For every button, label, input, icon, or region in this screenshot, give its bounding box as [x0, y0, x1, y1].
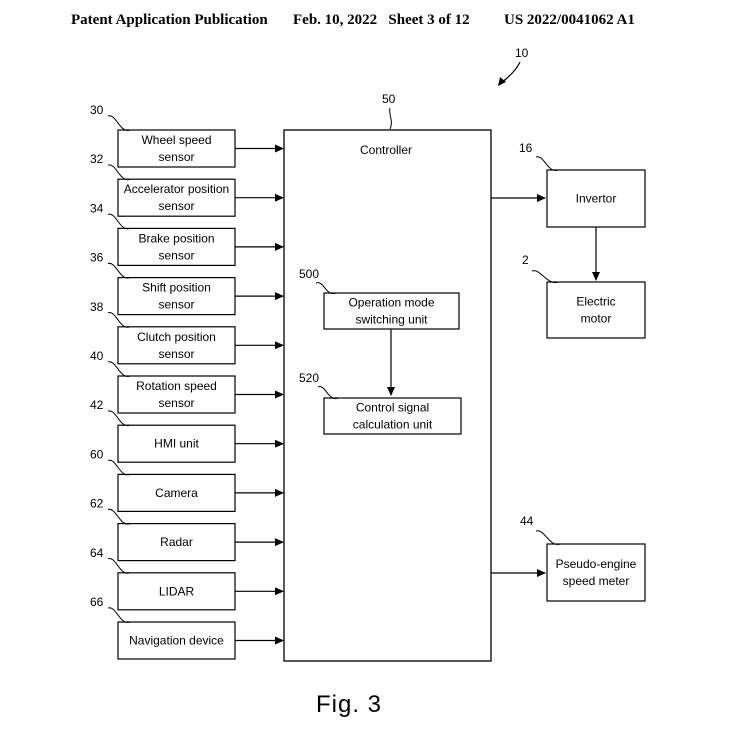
- controller-ref-leader: [389, 107, 392, 130]
- input-shift-position-sensor-label-line: Shift position: [142, 281, 211, 295]
- input-clutch-position-sensor-label-line: sensor: [158, 347, 194, 361]
- publication-date-sheet: Feb. 10, 2022 Sheet 3 of 12: [293, 12, 470, 28]
- input-radar: Radar 62: [90, 497, 284, 562]
- unit-operation-mode-switching-unit-ref: 500: [299, 267, 319, 281]
- input-clutch-position-sensor-ref-leader: [107, 312, 131, 328]
- controller-ref: 50: [382, 92, 396, 106]
- unit-control-signal-calculation-unit-ref: 520: [299, 371, 319, 385]
- input-shift-position-sensor-ref-leader: [107, 263, 131, 279]
- input-hmi-unit: HMI unit 42: [90, 398, 284, 463]
- input-clutch-position-sensor: Clutch position sensor 38: [90, 300, 284, 365]
- output-electric-motor-label-line: Electric: [576, 295, 615, 309]
- input-navigation-device-ref-leader: [107, 607, 131, 623]
- output-pseudo-engine-speed-meter: Pseudo-engine speed meter 44: [520, 514, 646, 602]
- output-invertor: Invertor 16: [519, 141, 646, 228]
- output-electric-motor-label-line: motor: [581, 312, 612, 326]
- input-accelerator-position-sensor: Accelerator position sensor 32: [90, 152, 284, 217]
- publication-type: Patent Application Publication: [71, 12, 268, 28]
- input-lidar-ref: 64: [90, 546, 104, 560]
- output-electric-motor-ref-leader: [531, 270, 559, 284]
- unit-operation-mode-switching-unit: Operation mode switching unit 500: [299, 267, 460, 330]
- input-wheel-speed-sensor-ref: 30: [90, 103, 104, 117]
- input-camera: Camera 60: [90, 447, 284, 512]
- output-electric-motor-ref: 2: [522, 253, 529, 267]
- input-brake-position-sensor: Brake position sensor 34: [90, 201, 284, 266]
- input-wheel-speed-sensor: Wheel speed sensor 30: [90, 103, 284, 168]
- input-wheel-speed-sensor-ref-leader: [107, 115, 131, 131]
- input-brake-position-sensor-label-line: sensor: [158, 248, 194, 262]
- unit-operation-mode-switching-unit-label-line: switching unit: [355, 313, 428, 327]
- input-brake-position-sensor-ref: 34: [90, 201, 104, 215]
- input-wheel-speed-sensor-label-line: sensor: [158, 150, 194, 164]
- input-camera-ref: 60: [90, 447, 104, 461]
- input-rotation-speed-sensor: Rotation speed sensor 40: [90, 349, 284, 414]
- output-pseudo-engine-speed-meter-label-line: Pseudo-engine: [556, 557, 637, 571]
- publication-number: US 2022/0041062 A1: [504, 12, 635, 28]
- input-lidar-ref-leader: [107, 558, 131, 574]
- unit-control-signal-calculation-unit-label-line: calculation unit: [353, 418, 433, 432]
- output-pseudo-engine-speed-meter-ref-leader: [535, 530, 561, 545]
- output-pseudo-engine-speed-meter-ref: 44: [520, 514, 534, 528]
- input-rotation-speed-sensor-ref-leader: [107, 361, 131, 377]
- input-brake-position-sensor-ref-leader: [107, 213, 131, 230]
- output-pseudo-engine-speed-meter-label-line: speed meter: [563, 574, 630, 588]
- input-navigation-device-ref: 66: [90, 595, 104, 609]
- output-invertor-label-line: Invertor: [576, 192, 617, 206]
- input-accelerator-position-sensor-label-line: Accelerator position: [124, 182, 229, 196]
- input-shift-position-sensor: Shift position sensor 36: [90, 251, 284, 316]
- input-wheel-speed-sensor-label-line: Wheel speed: [141, 133, 211, 147]
- input-lidar: LIDAR 64: [90, 546, 284, 611]
- input-camera-ref-leader: [107, 459, 131, 476]
- controller-label: Controller: [360, 143, 412, 157]
- output-pseudo-engine-speed-meter-box: [546, 543, 646, 602]
- input-shift-position-sensor-label-line: sensor: [158, 298, 194, 312]
- input-rotation-speed-sensor-ref: 40: [90, 349, 104, 363]
- input-radar-ref-leader: [107, 509, 131, 525]
- input-rotation-speed-sensor-label-line: sensor: [158, 396, 194, 410]
- controller-box: [283, 129, 492, 662]
- output-invertor-ref: 16: [519, 141, 533, 155]
- input-hmi-unit-label-line: HMI unit: [154, 437, 199, 451]
- input-lidar-label-line: LIDAR: [159, 584, 195, 598]
- input-accelerator-position-sensor-ref: 32: [90, 152, 104, 166]
- unit-control-signal-calculation-unit: Control signal calculation unit 520: [299, 371, 462, 435]
- input-radar-ref: 62: [90, 497, 104, 511]
- input-camera-label-line: Camera: [155, 486, 198, 500]
- unit-operation-mode-switching-unit-ref-leader: [315, 282, 337, 295]
- input-clutch-position-sensor-label-line: Clutch position: [137, 330, 216, 344]
- unit-control-signal-calculation-unit-label-line: Control signal: [356, 401, 429, 415]
- figure-label: Fig. 3: [316, 691, 382, 718]
- input-shift-position-sensor-ref: 36: [90, 251, 104, 265]
- overall-ref-arrowhead: [498, 77, 506, 86]
- output-invertor-ref-leader: [535, 156, 559, 171]
- unit-operation-mode-switching-unit-label-line: Operation mode: [348, 296, 434, 310]
- input-navigation-device-label-line: Navigation device: [129, 634, 224, 648]
- unit-control-signal-calculation-unit-ref-leader: [317, 386, 339, 400]
- input-accelerator-position-sensor-ref-leader: [107, 164, 131, 181]
- input-brake-position-sensor-label-line: Brake position: [138, 231, 214, 245]
- input-accelerator-position-sensor-label-line: sensor: [158, 199, 194, 213]
- overall-ref-label: 10: [515, 46, 529, 60]
- input-hmi-unit-ref: 42: [90, 398, 104, 412]
- input-hmi-unit-ref-leader: [107, 410, 131, 427]
- output-electric-motor: Electric motor 2: [522, 253, 646, 339]
- input-navigation-device: Navigation device 66: [90, 595, 284, 660]
- output-electric-motor-box: [546, 281, 646, 339]
- unit-control-signal-calculation-unit-box: [323, 397, 462, 435]
- input-clutch-position-sensor-ref: 38: [90, 300, 104, 314]
- input-rotation-speed-sensor-label-line: Rotation speed: [136, 379, 217, 393]
- input-radar-label-line: Radar: [160, 535, 193, 549]
